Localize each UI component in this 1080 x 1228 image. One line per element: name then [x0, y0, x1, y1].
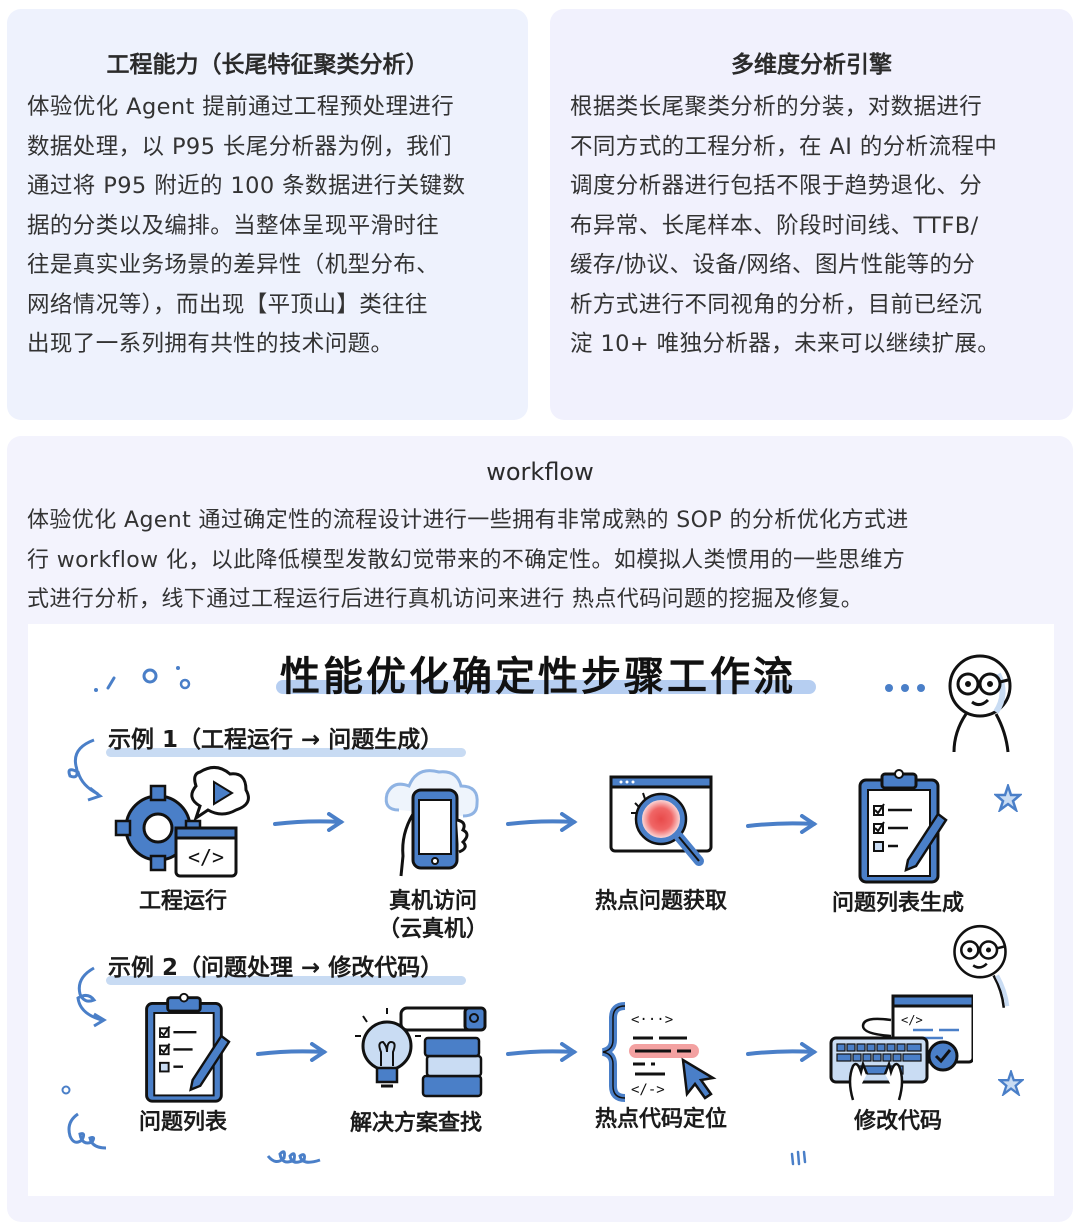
arrow-right-icon — [746, 1042, 818, 1062]
curly-arrow-icon — [76, 966, 107, 1028]
arrow-right-icon — [506, 812, 578, 832]
body-line: 体验优化 Agent 通过确定性的流程设计进行一些拥有非常成熟的 SOP 的分析… — [27, 508, 909, 533]
engineering-capability-card: 工程能力（长尾特征聚类分析） 体验优化 Agent 提前通过工程预处理进行 数据… — [7, 9, 528, 420]
step-label: 热点代码定位 — [594, 1107, 727, 1132]
step-modify-code: </> 修改代码 — [813, 994, 983, 1136]
example1-label: 示例 1（工程运行 → 问题生成） — [108, 727, 444, 753]
body-line: 布异常、长尾样本、阶段时间线、TTFB/ — [570, 212, 979, 239]
body-line: 淀 10+ 唯独分析器，未来可以继续扩展。 — [570, 331, 1001, 357]
engineering-capability-body: 体验优化 Agent 提前通过工程预处理进行 数据处理，以 P95 长尾分析器为… — [27, 88, 517, 365]
body-line: 根据类长尾聚类分析的分装，对数据进行 — [570, 94, 983, 120]
multidimensional-engine-card: 多维度分析引擎 根据类长尾聚类分析的分装，对数据进行 不同方式的工程分析，在 A… — [550, 9, 1073, 420]
step-label: 热点问题获取 — [594, 889, 727, 914]
step-device-access: 真机访问 （云真机） — [348, 764, 518, 944]
step-label: 问题列表生成 — [831, 891, 964, 916]
step-issue-list-gen: 问题列表生成 — [813, 766, 983, 918]
star-icon — [994, 784, 1022, 812]
star-icon — [998, 1070, 1024, 1096]
body-line: 行 workflow 化，以此降低模型发散幻觉带来的不确定性。如模拟人类惯用的一… — [27, 547, 906, 573]
svg-text:</>: </> — [188, 845, 224, 869]
step-label: 修改代码 — [853, 1109, 942, 1134]
body-line: 缓存/协议、设备/网络、图片性能等的分 — [570, 252, 976, 278]
phone-cloud-icon — [384, 769, 479, 877]
lightbulb-books-search-icon — [355, 1006, 487, 1098]
person-with-glasses-icon — [948, 654, 1012, 753]
step-label: 问题列表 — [138, 1110, 227, 1135]
svg-text:<···>: <···> — [631, 1012, 673, 1028]
doodle-circle-icon — [61, 1085, 71, 1095]
keyboard-code-check-icon: </> — [829, 994, 973, 1101]
example2-highlight — [106, 976, 466, 985]
arrow-right-icon — [256, 1042, 328, 1062]
body-line: 据的分类以及编排。当整体呈现平滑时往 — [27, 212, 440, 239]
workflow-illustration: 性能优化确定性步骤工作流 示例 1（工程运行 → 问题生成） — [28, 624, 1054, 1196]
body-line: 不同方式的工程分析，在 AI 的分析流程中 — [570, 133, 998, 160]
doodle-dots-icon — [94, 666, 191, 692]
clipboard-checklist-icon — [145, 992, 231, 1103]
multidimensional-engine-body: 根据类长尾聚类分析的分装，对数据进行 不同方式的工程分析，在 AI 的分析流程中… — [570, 88, 1060, 365]
multidimensional-engine-title: 多维度分析引擎 — [731, 52, 892, 78]
body-line: 数据处理，以 P95 长尾分析器为例，我们 — [27, 133, 452, 160]
step-label: 工程运行 — [138, 889, 227, 914]
example2-label: 示例 2（问题处理 → 修改代码） — [108, 955, 444, 981]
body-line: 调度分析器进行包括不限于趋势退化、分 — [570, 173, 983, 199]
ellipsis-dots-icon — [885, 684, 925, 692]
doodle-loops-icon — [266, 1150, 321, 1164]
person-with-glasses-icon — [953, 924, 1010, 1008]
magnifier-hotspot-icon — [609, 775, 713, 866]
example1-highlight — [106, 748, 466, 757]
workflow-body: 体验优化 Agent 通过确定性的流程设计进行一些拥有非常成熟的 SOP 的分析… — [27, 501, 1057, 620]
title-highlight — [276, 680, 816, 694]
code-highlight-cursor-icon: <···> </-> — [601, 1002, 717, 1102]
arrow-right-icon — [506, 1042, 578, 1062]
curly-arrow-icon — [67, 738, 104, 802]
body-line: 体验优化 Agent 提前通过工程预处理进行 — [27, 94, 455, 120]
body-line: 往是真实业务场景的差异性（机型分布、 — [27, 252, 440, 278]
body-line: 通过将 P95 附近的 100 条数据进行关键数 — [27, 173, 466, 199]
doodle-loops-icon — [67, 1112, 107, 1150]
step-label-line: （云真机） — [377, 917, 488, 942]
engineering-capability-title: 工程能力（长尾特征聚类分析） — [106, 52, 429, 78]
arrow-right-icon — [273, 812, 345, 832]
step-label-line: 真机访问 — [388, 889, 477, 914]
body-line: 式进行分析，线下通过工程运行后进行真机访问来进行 热点代码问题的挖掘及修复。 — [27, 587, 864, 612]
gear-code-play-icon: </> — [114, 766, 250, 878]
workflow-title: workflow — [486, 458, 594, 486]
step-solution-search: 解决方案查找 — [331, 996, 501, 1138]
doodle-strokes-icon — [790, 1150, 807, 1166]
arrow-right-icon — [746, 814, 818, 834]
step-label: 真机访问 （云真机） — [348, 888, 518, 944]
step-label: 解决方案查找 — [349, 1111, 482, 1136]
illustration-title: 性能优化确定性步骤工作流 — [280, 654, 796, 700]
step-issue-list: 问题列表 — [98, 990, 268, 1137]
clipboard-checklist-icon — [858, 769, 948, 884]
svg-text:</>: </> — [901, 1013, 923, 1027]
step-hotspot-fetch: 热点问题获取 — [576, 769, 746, 916]
step-project-run: </> 工程运行 — [98, 764, 268, 916]
body-line: 析方式进行不同视角的分析，目前已经沉 — [570, 291, 983, 318]
body-line: 出现了一系列拥有共性的技术问题。 — [27, 331, 394, 357]
step-hotspot-locate: <···> </-> 热点代码定位 — [576, 1002, 746, 1134]
svg-text:</->: </-> — [631, 1082, 665, 1098]
body-line: 网络情况等），而出现【平顶山】类往往 — [27, 291, 428, 318]
